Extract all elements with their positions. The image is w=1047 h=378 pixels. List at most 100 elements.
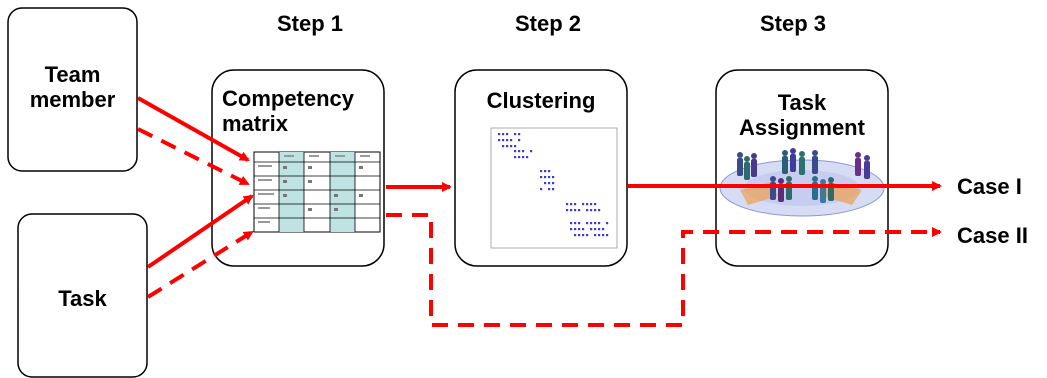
cluster-dot xyxy=(570,222,573,225)
cluster-dot xyxy=(530,150,533,153)
cluster-dot xyxy=(544,182,547,185)
person-head xyxy=(812,150,818,156)
cluster-dot xyxy=(602,234,605,237)
cluster-dot xyxy=(590,222,593,225)
person-head xyxy=(799,151,805,157)
cluster-dot xyxy=(552,176,555,179)
cluster-dot xyxy=(502,133,505,136)
competency-matrix-label: Competency matrix xyxy=(222,86,355,137)
step3-label: Step 3 xyxy=(760,11,827,36)
cluster-dot xyxy=(506,139,509,142)
arrow-task-solid xyxy=(146,194,254,269)
cluster-dot xyxy=(578,228,581,231)
cluster-dot xyxy=(570,203,573,206)
step1-label: Step 1 xyxy=(277,11,344,36)
cluster-dot xyxy=(548,182,551,185)
cluster-dot xyxy=(502,145,505,148)
cluster-dot xyxy=(552,182,555,185)
person-body xyxy=(782,156,788,174)
person-head xyxy=(770,176,776,182)
person-head xyxy=(751,153,757,159)
cluster-dot xyxy=(598,222,601,225)
person-body xyxy=(812,156,818,174)
cluster-dot xyxy=(548,170,551,173)
cluster-dot xyxy=(574,209,577,212)
person-head xyxy=(744,156,750,162)
cluster-dot xyxy=(594,228,597,231)
person-head xyxy=(812,176,818,182)
person-body xyxy=(799,157,805,175)
arrow-task-dashed xyxy=(146,230,254,299)
cluster-dot xyxy=(506,133,509,136)
cluster-dot xyxy=(506,145,509,148)
step2-label: Step 2 xyxy=(515,11,582,36)
cluster-dot xyxy=(498,133,501,136)
cluster-dot xyxy=(586,222,589,225)
cluster-dot xyxy=(606,222,609,225)
cluster-dot xyxy=(498,139,501,142)
cluster-dot xyxy=(574,228,577,231)
cluster-dot xyxy=(586,234,589,237)
person-body xyxy=(737,158,743,176)
person-body xyxy=(820,185,826,203)
cluster-dot xyxy=(574,203,577,206)
arrow-bypass-to-case2 xyxy=(386,213,942,327)
cluster-dot xyxy=(518,139,521,142)
person-head xyxy=(864,155,870,161)
cluster-dot xyxy=(594,203,597,206)
cluster-dot xyxy=(570,228,573,231)
person-body xyxy=(790,154,796,172)
cluster-dot xyxy=(590,203,593,206)
person-head xyxy=(828,177,834,183)
cluster-dot xyxy=(590,209,593,212)
task-label: Task xyxy=(58,286,107,311)
cluster-dot xyxy=(514,133,517,136)
cluster-dot xyxy=(544,176,547,179)
arrow-team-dashed xyxy=(137,127,250,186)
team-member-label: Team member xyxy=(29,62,116,113)
cluster-dot xyxy=(570,209,573,212)
cluster-plot-icon xyxy=(490,127,618,249)
cluster-dot xyxy=(594,222,597,225)
task-box xyxy=(17,213,148,378)
cluster-dot xyxy=(514,150,517,153)
cluster-dot xyxy=(594,209,597,212)
cluster-dot xyxy=(566,203,569,206)
cluster-dot xyxy=(578,222,581,225)
person-head xyxy=(790,148,796,154)
cluster-dot xyxy=(510,139,513,142)
cluster-dot xyxy=(582,234,585,237)
cluster-dot xyxy=(582,228,585,231)
cluster-dot xyxy=(578,209,581,212)
cluster-dot xyxy=(586,203,589,206)
cluster-dot xyxy=(566,209,569,212)
person-body xyxy=(855,158,861,176)
team-member-box xyxy=(7,7,138,172)
person-body xyxy=(751,159,757,177)
person-head xyxy=(786,176,792,182)
arrow-team-solid xyxy=(137,96,250,162)
cluster-dot xyxy=(526,156,529,159)
person-head xyxy=(820,179,826,185)
person-body xyxy=(864,161,870,179)
cluster-dot xyxy=(514,145,517,148)
cluster-dot xyxy=(606,234,609,237)
cluster-dot xyxy=(582,203,585,206)
cluster-dot xyxy=(578,234,581,237)
cluster-dot xyxy=(514,156,517,159)
cluster-dot xyxy=(598,209,601,212)
person-body xyxy=(778,184,784,202)
cluster-dot xyxy=(548,176,551,179)
cluster-dot xyxy=(540,188,543,191)
task-assignment-label: Task Assignment xyxy=(739,90,865,141)
case1-label: Case I xyxy=(957,174,1022,199)
cluster-dot xyxy=(510,145,513,148)
cluster-dot xyxy=(540,176,543,179)
team-people-icon xyxy=(719,148,885,217)
case2-label: Case II xyxy=(957,223,1028,248)
cluster-dot xyxy=(590,228,593,231)
cluster-dot xyxy=(522,150,525,153)
cluster-dot xyxy=(602,228,605,231)
